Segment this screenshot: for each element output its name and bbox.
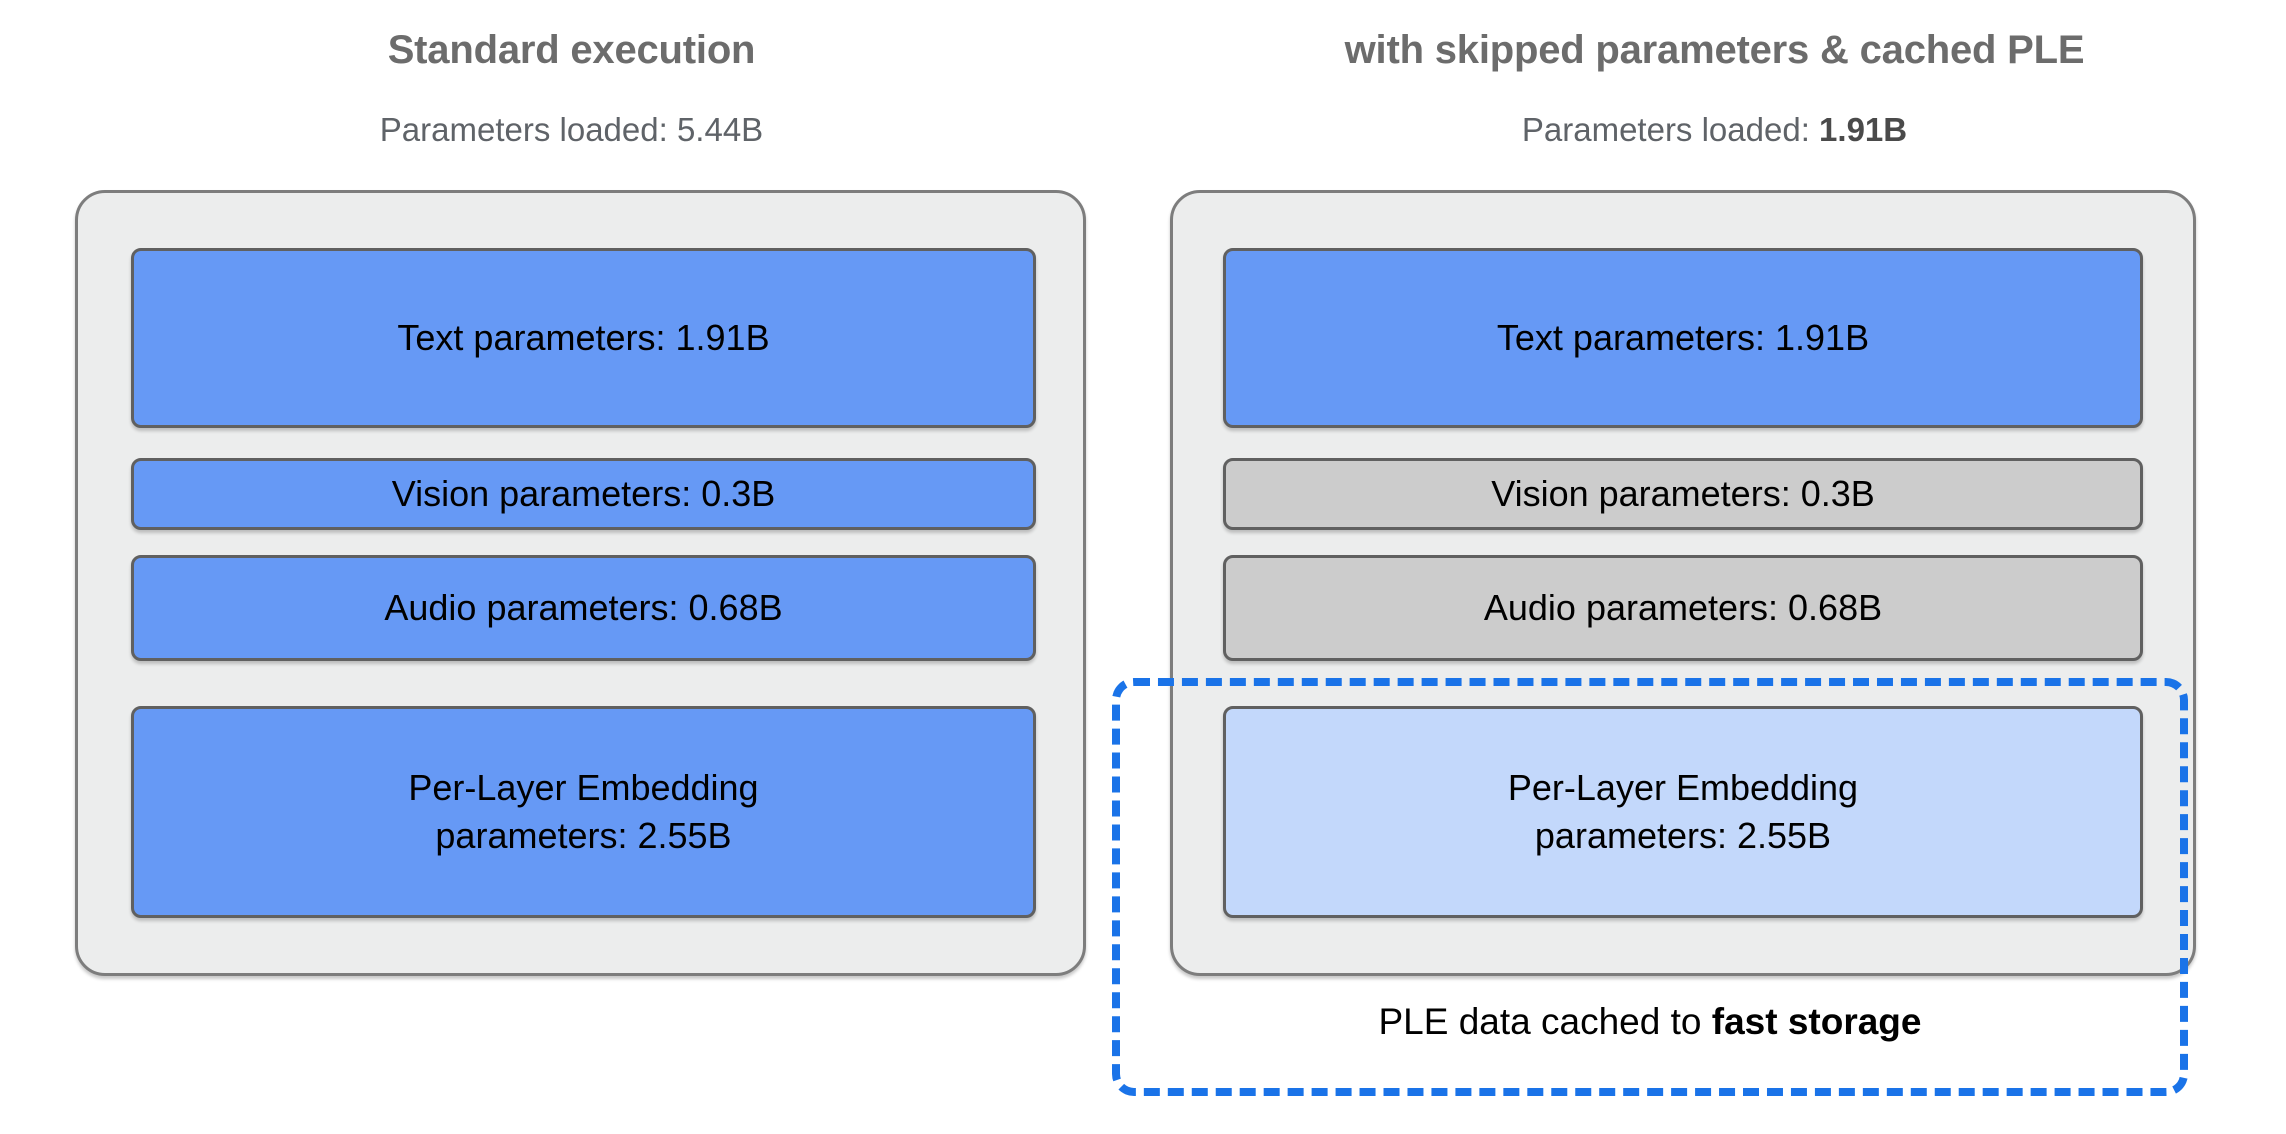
- standard-ple-label-line2: parameters: 2.55B: [435, 815, 732, 856]
- ple-cache-caption-prefix: PLE data cached to: [1378, 1001, 1712, 1042]
- optimized-memory-panel: Text parameters: 1.91B Vision parameters…: [1170, 190, 2196, 976]
- panel-standard-subtitle: Parameters loaded: 5.44B: [0, 111, 1143, 148]
- optimized-ple-parameters-block: Per-Layer Embedding parameters: 2.55B: [1223, 706, 2143, 918]
- ple-cache-caption: PLE data cached to fast storage: [1112, 1000, 2188, 1044]
- standard-ple-label-line1: Per-Layer Embedding: [408, 767, 759, 809]
- standard-ple-parameters-block: Per-Layer Embedding parameters: 2.55B: [131, 706, 1036, 918]
- optimized-ple-label-line1: Per-Layer Embedding: [1507, 767, 1859, 809]
- standard-audio-parameters-block: Audio parameters: 0.68B: [131, 555, 1036, 661]
- optimized-vision-parameters-block: Vision parameters: 0.3B: [1223, 458, 2143, 530]
- standard-text-parameters-block: Text parameters: 1.91B: [131, 248, 1036, 428]
- panel-standard-subtitle-value: 5.44B: [676, 111, 764, 148]
- optimized-audio-parameters-block: Audio parameters: 0.68B: [1223, 555, 2143, 661]
- panel-optimized-subtitle: Parameters loaded: 1.91B: [1143, 111, 2286, 148]
- panel-optimized-execution: with skipped parameters & cached PLE Par…: [1143, 0, 2286, 1134]
- optimized-text-parameters-block: Text parameters: 1.91B: [1223, 248, 2143, 428]
- panel-optimized-title: with skipped parameters & cached PLE: [1344, 28, 2085, 72]
- standard-memory-panel: Text parameters: 1.91B Vision parameters…: [75, 190, 1086, 976]
- ple-cache-caption-strong: fast storage: [1711, 1001, 1922, 1042]
- panel-standard-execution: Standard execution Parameters loaded: 5.…: [0, 28, 1143, 976]
- panel-standard-subtitle-prefix: Parameters loaded:: [379, 111, 677, 148]
- panel-optimized-subtitle-value: 1.91B: [1819, 111, 1908, 148]
- panel-standard-title: Standard execution: [387, 28, 756, 72]
- optimized-ple-label-line2: parameters: 2.55B: [1534, 815, 1832, 856]
- panel-optimized-subtitle-prefix: Parameters loaded:: [1521, 111, 1820, 148]
- standard-vision-parameters-block: Vision parameters: 0.3B: [131, 458, 1036, 530]
